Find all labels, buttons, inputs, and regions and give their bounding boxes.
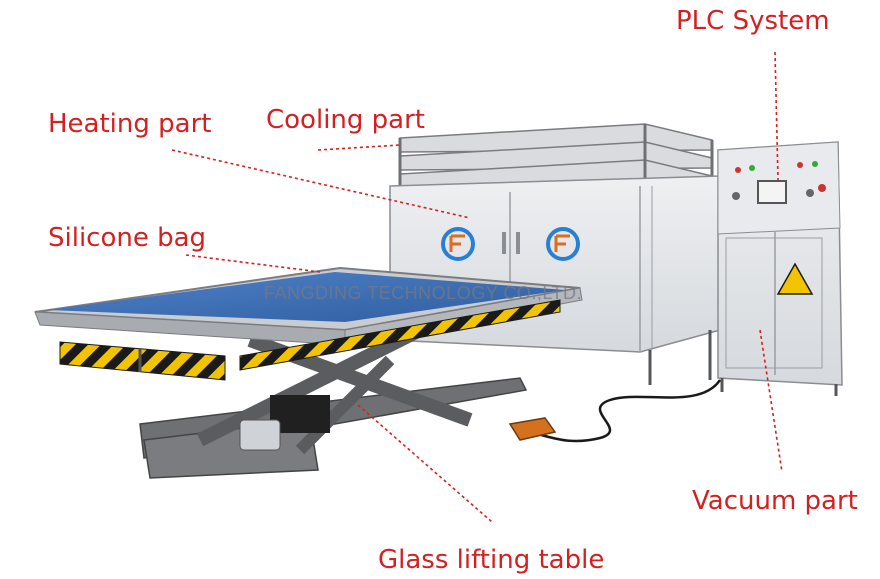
silicone-leader — [185, 254, 321, 273]
plc-system-label: PLC System — [676, 6, 830, 36]
brand-logo-right — [546, 227, 580, 261]
cable-and-pedal — [508, 379, 722, 443]
brand-logo-left — [441, 227, 475, 261]
vacuum-part-label: Vacuum part — [692, 486, 858, 516]
table-surface — [34, 266, 583, 381]
cooling-leader — [317, 144, 401, 151]
heating-part-label: Heating part — [48, 109, 212, 139]
hazard-stripe-front — [59, 341, 226, 381]
control-cabinet — [717, 141, 843, 396]
heating-leader — [171, 149, 471, 219]
cooling-part-label: Cooling part — [266, 105, 425, 135]
plc-screen — [757, 180, 787, 204]
lifting-leader — [357, 404, 493, 523]
hazard-warning-icon — [776, 262, 814, 295]
watermark-text: FANGDING TECHNOLOGY CO.,LTD. — [264, 283, 583, 303]
silicone-bag-label: Silicone bag — [48, 223, 207, 253]
scissor-lift — [139, 323, 528, 479]
glass-lifting-table-label: Glass lifting table — [378, 545, 605, 575]
hazard-stripe-side — [239, 299, 561, 371]
foot-pedal — [508, 417, 557, 441]
leader-lines — [171, 51, 783, 523]
